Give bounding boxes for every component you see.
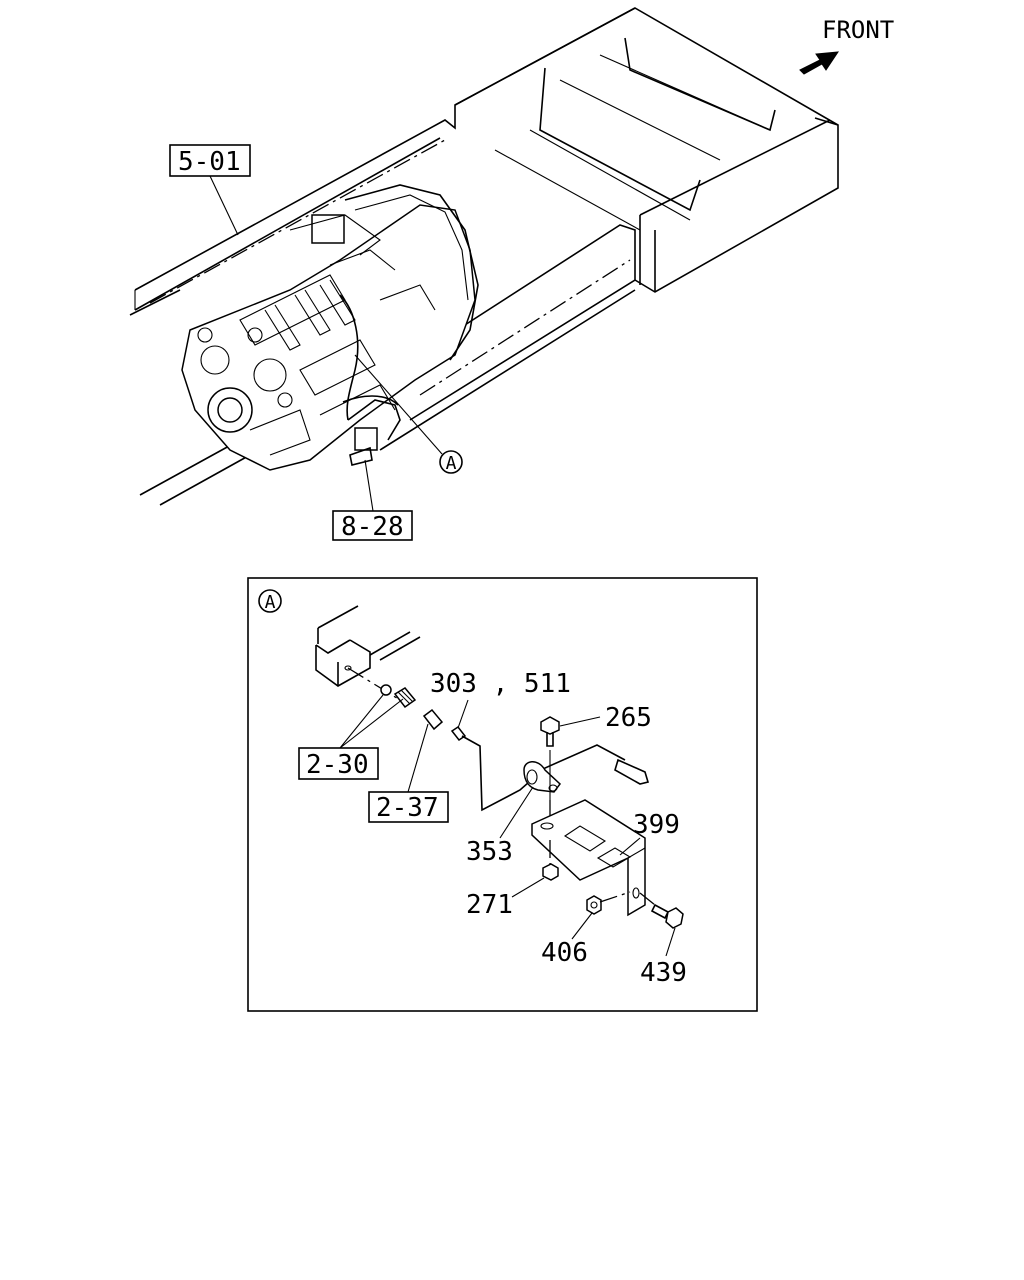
- mounting-bracket: [531, 799, 646, 917]
- leader-line: [619, 837, 641, 856]
- detail-marker-circle: [439, 450, 463, 474]
- harness-end: [614, 758, 650, 785]
- leader-line: [571, 912, 593, 940]
- leader-line: [499, 786, 534, 839]
- detail-frame: [247, 577, 758, 1012]
- leader-line: [457, 699, 469, 729]
- harness-connector: [450, 725, 467, 742]
- part-353-label: 353: [466, 837, 513, 867]
- washer: [380, 684, 392, 696]
- transmission: [181, 184, 479, 471]
- switch-connector: [422, 708, 444, 731]
- leader-line: [364, 459, 374, 512]
- part-265-label: 265: [605, 703, 652, 733]
- leader-line: [339, 694, 404, 749]
- part-439-label: 439: [640, 958, 687, 988]
- nut-271: [542, 863, 559, 881]
- front-indicator: FRONT: [799, 16, 894, 75]
- ref-5-01[interactable]: 5-01: [169, 144, 251, 236]
- detail-marker-label: A: [446, 453, 457, 474]
- leader-line: [665, 927, 676, 957]
- part-399-label: 399: [633, 810, 680, 840]
- frame-bracket: [315, 605, 421, 701]
- ref-label: 5-01: [178, 147, 241, 177]
- ref-2-37[interactable]: 2-37: [368, 723, 449, 823]
- bolt-265: [540, 716, 560, 828]
- plug: [393, 687, 417, 709]
- detail-a-panel: A: [247, 577, 758, 1012]
- ref-label: 2-30: [306, 750, 369, 780]
- harness-clip: [523, 761, 562, 793]
- front-arrow-icon: [799, 51, 839, 75]
- leader-line: [354, 354, 443, 455]
- front-label: FRONT: [822, 16, 894, 44]
- ref-8-28[interactable]: 8-28: [332, 459, 413, 542]
- detail-marker-circle: [258, 589, 282, 613]
- leader-line: [511, 877, 545, 898]
- leader-line: [407, 723, 429, 793]
- detail-marker-a-callout[interactable]: A: [354, 354, 463, 474]
- ref-label: 8-28: [341, 512, 404, 542]
- bolt-439: [639, 892, 684, 929]
- ref-2-30[interactable]: 2-30: [298, 694, 404, 780]
- part-271-label: 271: [466, 890, 513, 920]
- leader-line: [209, 175, 239, 236]
- leader-line: [559, 716, 601, 727]
- part-406-label: 406: [541, 938, 588, 968]
- nut-406: [586, 895, 602, 915]
- ref-box: [298, 747, 379, 780]
- ref-label: 2-37: [376, 793, 439, 823]
- detail-a-label: A: [265, 592, 276, 613]
- chassis-frame: [129, 7, 839, 506]
- part-303-511-label: 303 , 511: [430, 669, 571, 699]
